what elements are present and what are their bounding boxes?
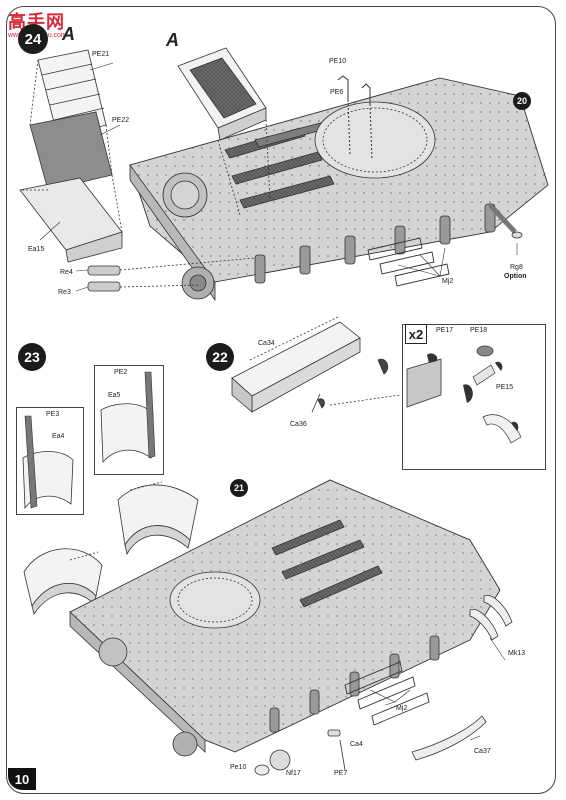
upper-hull-assembly	[129, 77, 549, 302]
lower-hull-assembly	[69, 479, 513, 776]
label-ea15: Ea15	[28, 246, 45, 253]
label-mk13: Mk13	[508, 650, 526, 657]
label-re4: Re4	[60, 269, 73, 276]
toolbox-assembly	[231, 315, 401, 413]
label-pe3: PE3	[46, 411, 60, 418]
fender-assembly	[23, 481, 199, 615]
label-pe18: PE18	[470, 327, 488, 334]
times-two-marker: x2	[405, 324, 427, 344]
page-number: 10	[8, 768, 36, 790]
lower-leader-lines	[369, 637, 506, 741]
label-pe10-bottom: Pe10	[230, 764, 247, 771]
detail-box-x2	[402, 324, 546, 470]
label-re3: Re3	[58, 289, 71, 296]
label-pe2: PE2	[114, 369, 128, 376]
label-pe10-top: PE10	[329, 58, 347, 65]
label-mj2-top: Mj2	[442, 278, 454, 285]
step-20-badge: 20	[513, 92, 531, 110]
grille-cover-exploded	[19, 49, 256, 292]
label-pe22: PE22	[112, 117, 130, 124]
step-23-badge: 23	[18, 343, 46, 371]
upper-leader-lines	[39, 62, 518, 292]
label-pe17: PE17	[436, 327, 454, 334]
step-22-badge: 22	[206, 343, 234, 371]
page-frame	[6, 6, 556, 794]
label-rg8: Rg8	[510, 264, 523, 271]
detail-a-marker-left: A	[62, 24, 75, 44]
label-pe6: PE6	[330, 89, 344, 96]
step-24-badge: 24	[18, 24, 48, 54]
label-ea5: Ea5	[108, 392, 121, 399]
label-ca36: Ca36	[290, 421, 307, 428]
label-pe21: PE21	[92, 51, 110, 58]
label-ca37: Ca37	[474, 748, 491, 755]
label-ea4: Ea4	[52, 433, 65, 440]
detail-box-pe2	[94, 365, 164, 475]
label-option: Option	[504, 273, 527, 280]
pe10-pe6-hooks	[337, 75, 373, 161]
step-21-badge: 21	[230, 479, 248, 497]
detail-a-cover	[177, 47, 271, 216]
label-ca34: Ca34	[258, 340, 275, 347]
label-mj2-bottom: Mj2	[396, 705, 408, 712]
label-nf17: Nf17	[286, 770, 301, 777]
label-ca4: Ca4	[350, 741, 363, 748]
detail-box-pe3	[16, 407, 84, 515]
detail-a-marker: A	[166, 30, 179, 50]
label-pe15: PE15	[496, 384, 514, 391]
label-pe7: PE7	[334, 770, 348, 777]
